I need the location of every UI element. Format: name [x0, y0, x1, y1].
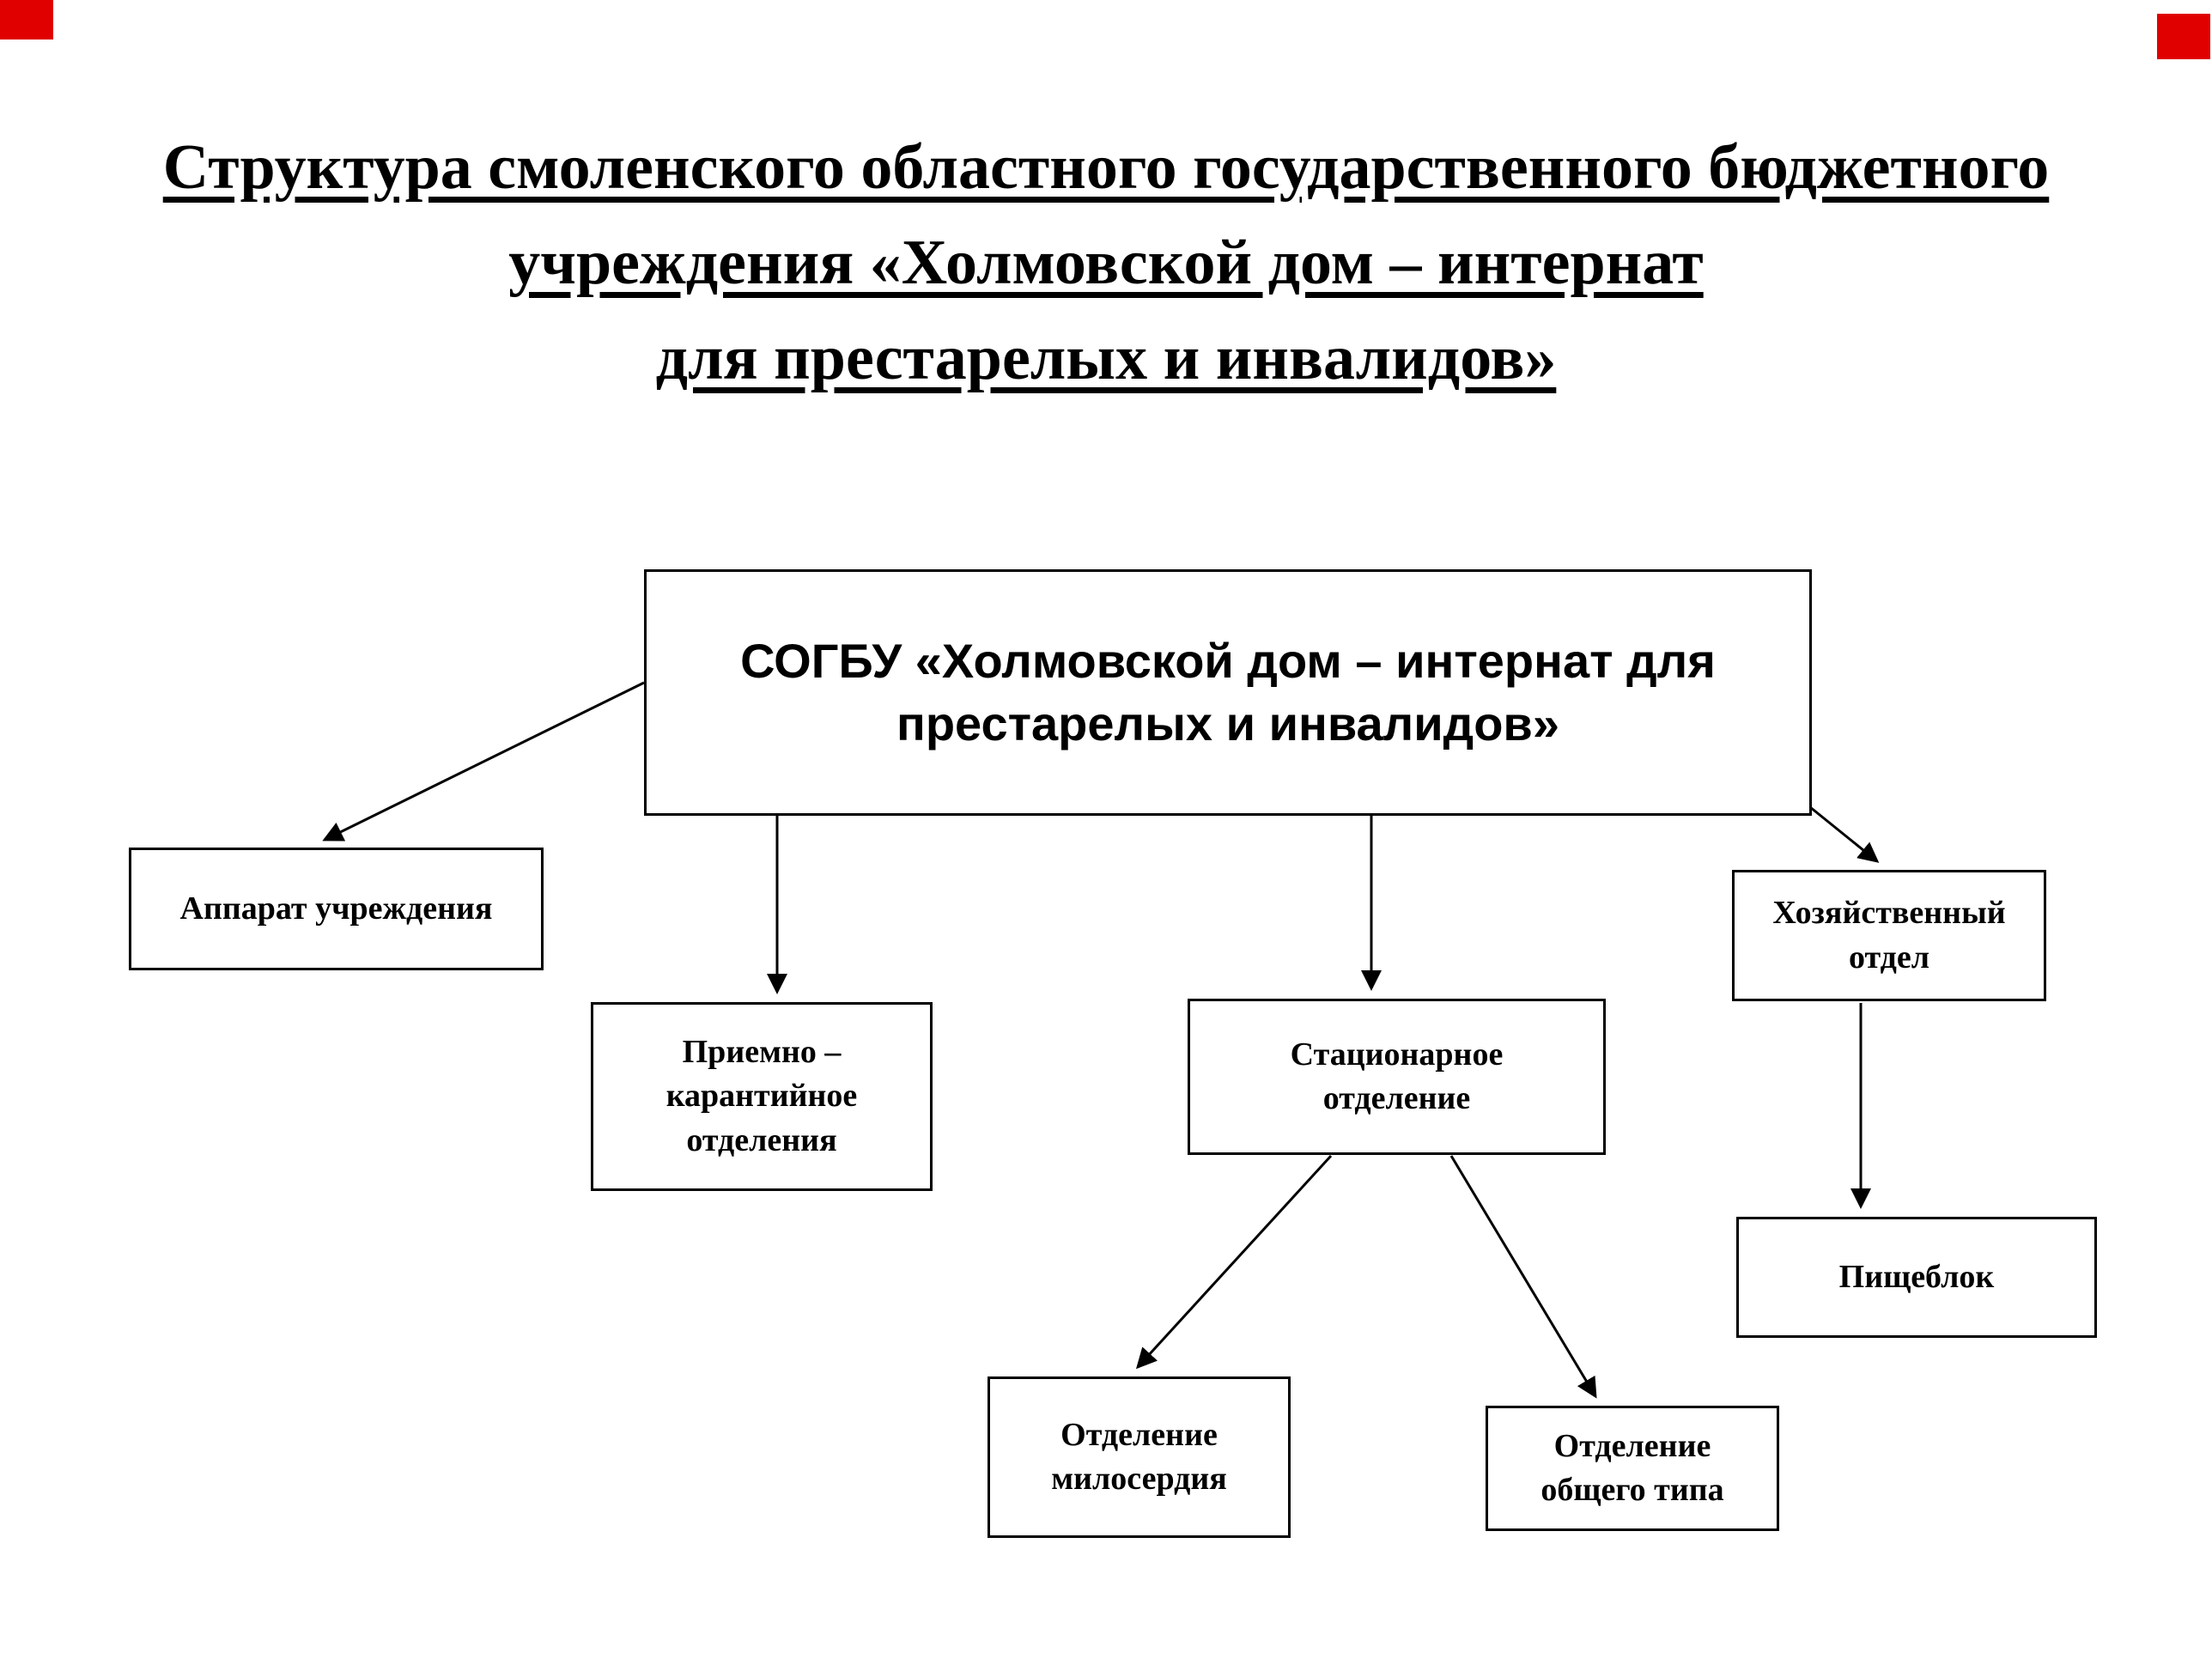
node-label: карантийное	[665, 1078, 858, 1115]
node-root: СОГБУ «Холмовской дом – интернат для пре…	[644, 569, 1812, 816]
node-apparat-uchrezhdeniya: Аппарат учреждения	[129, 848, 544, 970]
node-root-label: СОГБУ «Холмовской дом – интернат для	[740, 633, 1716, 688]
scan-artifact-top-right	[2157, 14, 2210, 59]
node-priemno-karantiynoe: Приемно – карантийное отделения	[591, 1002, 933, 1191]
node-label: Стационарное	[1290, 1036, 1504, 1073]
connector-stacionar-miloserdie	[1135, 1154, 1333, 1370]
node-label: отделение	[1322, 1080, 1471, 1116]
node-root-label: престарелых и инвалидов»	[896, 696, 1559, 750]
node-label: Отделение	[1553, 1427, 1711, 1464]
connector-root-hoz	[1809, 805, 1880, 863]
title-line-1: Структура смоленского областного государ…	[162, 132, 2050, 203]
node-label: милосердия	[1051, 1461, 1227, 1497]
scan-artifact-top-left	[0, 0, 53, 40]
connector-stacionar-obshchiy	[1449, 1155, 1597, 1399]
node-otdelenie-obshchego-tipa: Отделение общего типа	[1486, 1406, 1779, 1531]
node-label: отдел	[1848, 939, 1930, 975]
node-hozyaystvennyy-otdel: Хозяйственный отдел	[1732, 870, 2046, 1001]
node-label: Приемно –	[682, 1034, 842, 1071]
title-line-3: для престарелых и инвалидов»	[655, 323, 1557, 393]
node-label: Аппарат учреждения	[179, 890, 493, 927]
page-title: Структура смоленского областного государ…	[0, 120, 2212, 406]
title-line-2: учреждения «Холмовской дом – интернат	[508, 228, 1704, 298]
node-stacionarnoe-otdelenie: Стационарное отделение	[1188, 999, 1606, 1155]
node-pishcheblok: Пищеблок	[1736, 1217, 2097, 1338]
connector-root-apparat	[322, 681, 645, 842]
node-label: общего типа	[1540, 1472, 1724, 1508]
node-label: Хозяйственный	[1772, 895, 2006, 932]
node-label: Пищеблок	[1838, 1258, 1995, 1295]
node-otdelenie-miloserdiya: Отделение милосердия	[988, 1376, 1291, 1538]
node-label: отделения	[686, 1121, 837, 1158]
node-label: Отделение	[1060, 1416, 1218, 1453]
